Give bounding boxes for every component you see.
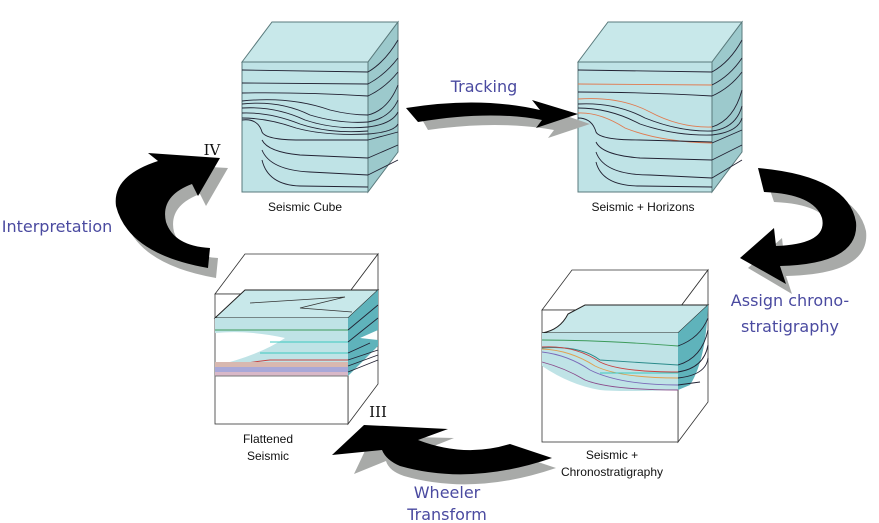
seismic-cube-graphic — [241, 20, 399, 194]
flattened-seismic-caption-line1: Flattened — [243, 432, 293, 446]
seismic-cube-caption: Seismic Cube — [268, 200, 342, 214]
tracking-arrow: Tracking — [406, 77, 590, 138]
wheeler-transform-arrow-shape — [332, 425, 552, 475]
step-number-iii: III — [369, 403, 387, 421]
assign-chrono-label-line2: stratigraphy — [741, 317, 839, 336]
flattened-seismic-caption-line2: Seismic — [247, 449, 289, 463]
interpretation-arrow-shape — [115, 153, 220, 268]
seismic-horizons-caption: Seismic + Horizons — [591, 200, 694, 214]
interpretation-label: Interpretation — [2, 217, 113, 236]
seismic-chrono-caption-line2: Chronostratigraphy — [561, 465, 663, 479]
seismic-cube-node: Seismic Cube — [241, 20, 399, 214]
seismic-chrono-node: Seismic + Chronostratigraphy — [541, 268, 710, 479]
flattened-seismic-node: Flattened Seismic — [213, 252, 380, 463]
step-number-iv: IV — [204, 141, 222, 159]
assign-chrono-arrow-shape — [740, 168, 857, 284]
wheeler-transform-arrow: III Wheeler Transform — [332, 403, 556, 523]
seismic-horizons-node: Seismic + Horizons — [577, 20, 743, 214]
interpretation-arrow: IV Interpretation — [2, 141, 228, 278]
tracking-label: Tracking — [450, 77, 518, 96]
seismic-horizons-graphic — [577, 20, 743, 194]
flattened-seismic-graphic — [213, 252, 380, 426]
seismic-chrono-graphic — [541, 268, 710, 444]
assign-chrono-arrow: Assign chrono- stratigraphy — [731, 168, 867, 336]
wheeler-label-line1: Wheeler — [414, 483, 481, 502]
assign-chrono-label-line1: Assign chrono- — [731, 291, 849, 310]
tracking-arrow-shape — [406, 100, 578, 128]
wheeler-label-line2: Transform — [406, 505, 487, 523]
seismic-chrono-caption-line1: Seismic + — [586, 448, 638, 462]
